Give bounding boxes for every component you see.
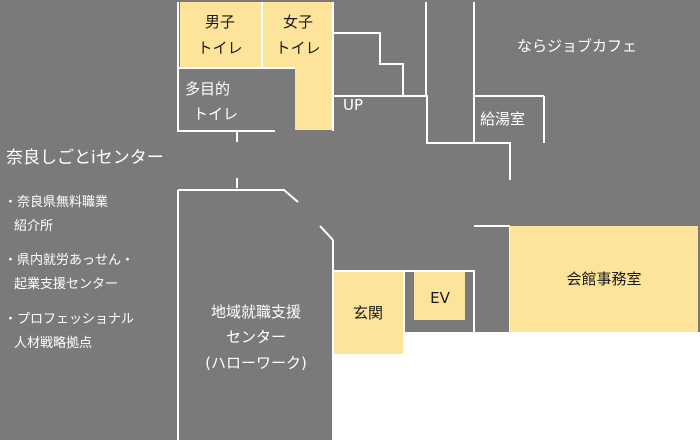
elevator-room: [414, 272, 465, 320]
floor-area-lower-left: [0, 320, 332, 440]
entrance-label: 玄関: [353, 304, 383, 322]
womens-toilet-label-2: トイレ: [275, 39, 320, 57]
support-center-label-1: 地域就職支援: [211, 303, 301, 321]
mens-toilet-label-1: 男子: [205, 13, 235, 31]
mens-toilet-room: [180, 2, 261, 67]
job-cafe-label: ならジョブカフェ: [517, 37, 637, 55]
womens-toilet-room: [263, 2, 332, 67]
womens-toilet-label-1: 女子: [283, 13, 313, 31]
shigoto-item-2-line-1: ・県内就労あっせん・: [4, 252, 134, 268]
elevator-label: EV: [430, 289, 450, 307]
kitchenette-label: 給湯室: [480, 110, 525, 128]
shigoto-item-1-line-2: 紹介所: [14, 219, 53, 234]
stairs-up-label: UP: [343, 96, 363, 114]
entrance-room-lower: [334, 332, 403, 354]
hall-office-label: 会館事務室: [566, 270, 641, 288]
shigoto-center-title: 奈良しごとiセンター: [6, 148, 164, 168]
hall-office-room: [510, 226, 698, 332]
support-center-label-3: (ハローワーク): [205, 354, 307, 372]
multipurpose-toilet-label-2: トイレ: [193, 105, 238, 123]
mens-toilet-label-2: トイレ: [197, 39, 242, 57]
womens-toilet-extension: [295, 67, 332, 130]
shigoto-item-3-line-1: ・プロフェッショナル: [4, 312, 134, 327]
partition-lines: [177, 2, 545, 440]
shigoto-item-3-line-2: 人材戦略拠点: [14, 335, 92, 351]
shigoto-item-1-line-1: ・奈良県無料職業: [4, 194, 108, 210]
shigoto-item-2-line-2: 起業支援センター: [14, 276, 118, 292]
multipurpose-toilet-label-1: 多目的: [185, 80, 230, 98]
support-center-label-2: センター: [226, 328, 286, 346]
